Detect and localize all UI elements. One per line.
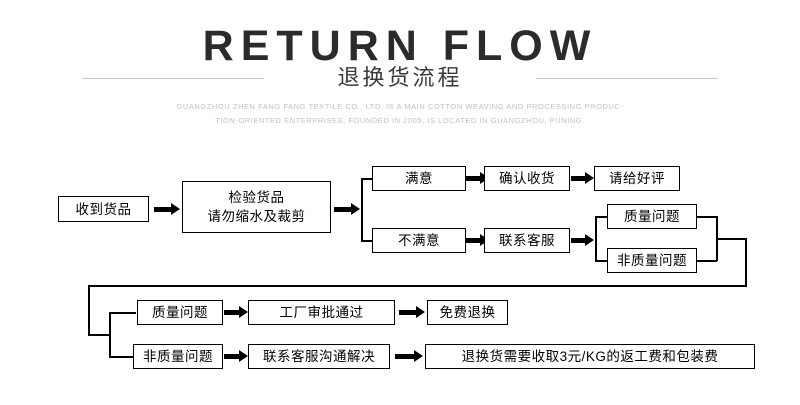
node-free-exchange: 免费退换 (427, 300, 508, 325)
branch-bracket-arm-satisfied (361, 178, 373, 180)
issue-bracket-arm-quality (595, 216, 608, 218)
wrap-horizontal-bottom (88, 285, 747, 287)
arrow-resolve-to-return-fee (395, 350, 423, 362)
node-non-quality-issue-lower: 非质量问题 (133, 344, 223, 369)
node-not-satisfied: 不满意 (372, 228, 466, 253)
company-blurb-line-1: GUANGZHOU ZHEN FANG FANG TEXTILE CO., LT… (176, 102, 624, 111)
node-return-fee-note: 退换货需要收取3元/KG的返工费和包装费 (425, 344, 755, 369)
node-satisfied: 满意 (372, 166, 466, 191)
node-confirm-receipt: 确认收货 (484, 166, 570, 191)
title-divider-right (536, 78, 718, 79)
lower-bracket-vertical (109, 312, 111, 357)
arrow-approval-to-free-exchange (399, 306, 425, 318)
node-quality-issue-upper: 质量问题 (607, 204, 697, 229)
arrow-service-to-issue-branch (571, 234, 594, 246)
issue-bracket-arm-non-quality (595, 260, 608, 262)
merge-arm-non-quality (697, 260, 717, 262)
branch-bracket-arm-not-satisfied (361, 240, 373, 242)
title-divider-left (82, 78, 264, 79)
merge-arm-quality (697, 216, 717, 218)
node-contact-service: 联系客服 (484, 228, 570, 253)
company-blurb-line-2: TION-ORIENTED ENTERPRISES, FOUNDED IN 20… (215, 116, 585, 125)
lower-bracket-arm-non-quality (109, 356, 134, 358)
node-receive-goods: 收到货品 (58, 196, 149, 222)
wrap-into-lower-branch (88, 334, 110, 336)
page-title-chinese: 退换货流程 (337, 65, 463, 90)
wrap-vertical-left (88, 285, 90, 335)
arrow-receive-to-inspect (154, 203, 180, 215)
merge-to-wrap-connector (716, 238, 746, 240)
arrow-inspect-to-branch (334, 203, 360, 215)
branch-bracket-vertical-satisfaction (361, 178, 363, 241)
node-inspect-goods: 检验货品 请勿缩水及裁剪 (182, 181, 331, 233)
lower-bracket-arm-quality (109, 312, 136, 314)
arrow-quality-to-factory-approval (224, 306, 248, 318)
node-non-quality-issue-upper: 非质量问题 (607, 248, 697, 273)
arrow-non-quality-to-service-resolve (224, 350, 248, 362)
wrap-vertical-right (745, 238, 747, 286)
node-give-good-review: 请给好评 (594, 166, 680, 191)
arrow-confirm-to-review (571, 172, 594, 184)
page-title-english: RETURN FLOW (202, 22, 598, 70)
node-factory-approval: 工厂审批通过 (248, 300, 395, 325)
node-quality-issue-lower: 质量问题 (137, 300, 223, 325)
company-blurb: GUANGZHOU ZHEN FANG FANG TEXTILE CO., LT… (0, 100, 800, 128)
issue-bracket-vertical-left (595, 216, 597, 261)
node-contact-service-resolve: 联系客服沟通解决 (248, 344, 390, 369)
